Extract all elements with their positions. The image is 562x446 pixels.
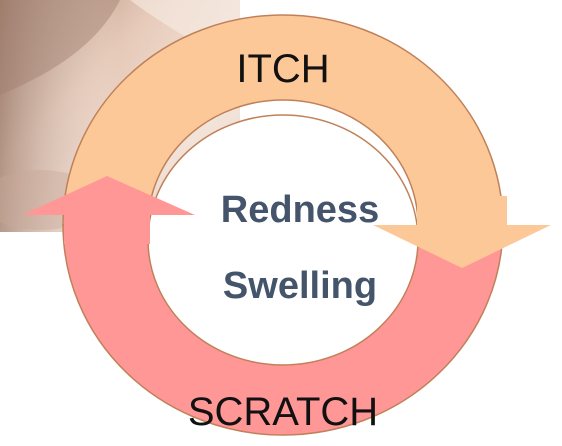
redness-label: Redness xyxy=(221,189,379,231)
swelling-label: Swelling xyxy=(223,265,377,307)
ring-center-hole xyxy=(148,115,418,365)
scratch-label: SCRATCH xyxy=(188,390,378,434)
itch-label: ITCH xyxy=(236,47,329,91)
